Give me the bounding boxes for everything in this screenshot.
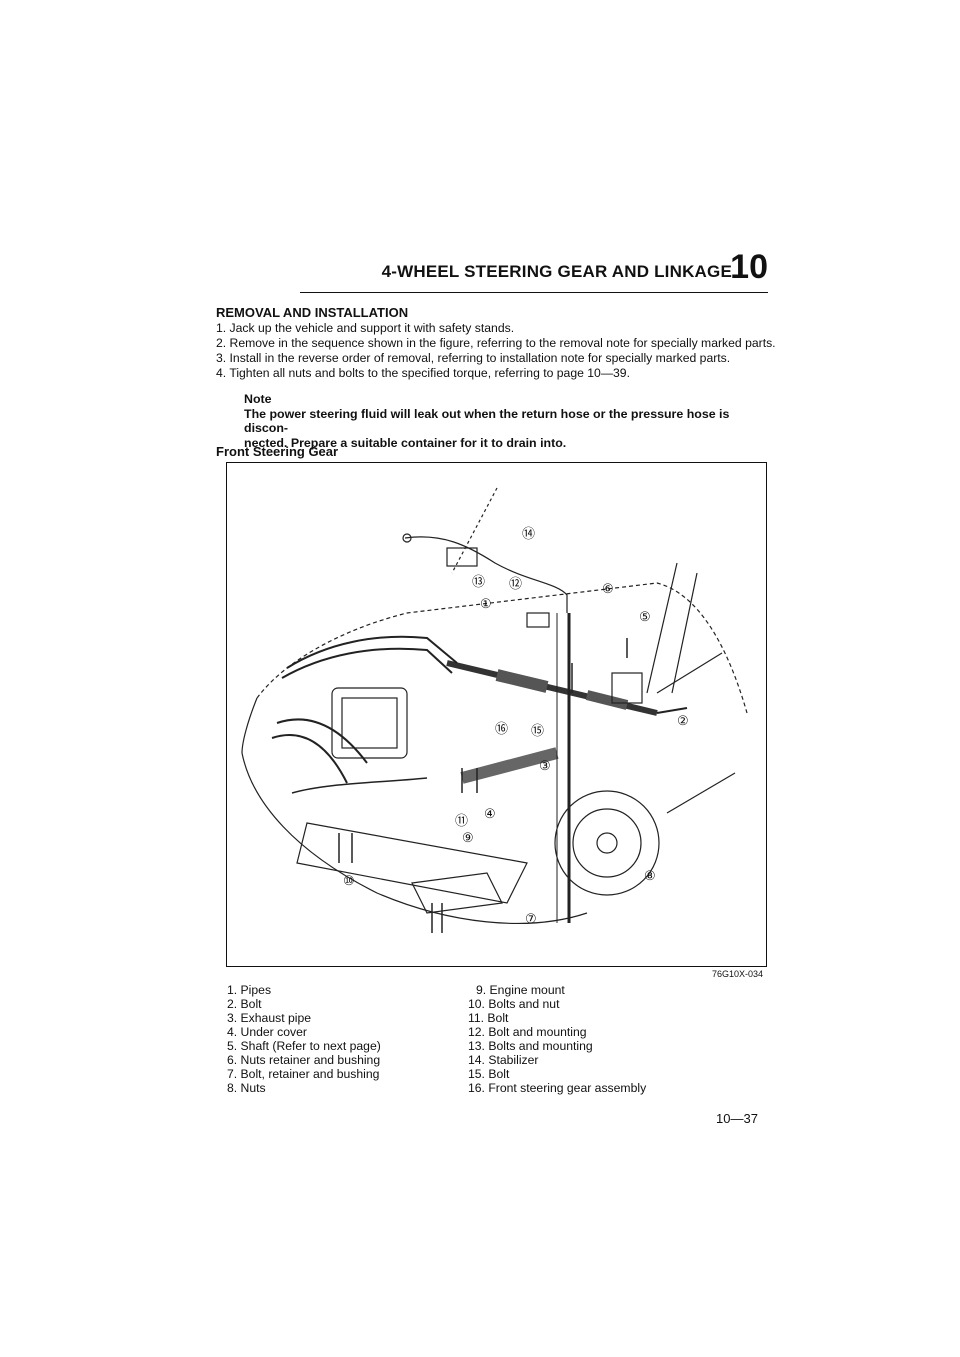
legend-item: 4. Under cover <box>227 1025 307 1039</box>
legend-item: 9. Engine mount <box>476 983 565 997</box>
callout-13: ⑬ <box>472 574 486 589</box>
procedure-steps: 1. Jack up the vehicle and support it wi… <box>216 321 776 381</box>
legend-item: 8. Nuts <box>227 1081 266 1095</box>
callout-10: ⑩ <box>343 873 355 888</box>
legend-item: 2. Bolt <box>227 997 262 1011</box>
diagram-illustration <box>241 487 748 933</box>
caution-note: Note The power steering fluid will leak … <box>244 392 774 450</box>
chapter-number: 10 <box>730 248 768 286</box>
callout-12: ⑫ <box>509 576 523 591</box>
step-item: 3. Install in the reverse order of remov… <box>216 351 731 365</box>
legend-item: 13. Bolts and mounting <box>468 1039 593 1053</box>
figure-code: 76G10X-034 <box>712 969 764 979</box>
page-header: 4-WHEEL STEERING GEAR AND LINKAGE 10 <box>300 248 768 293</box>
steering-gear-diagram: ⑭ ⑬ ⑫ ⑥ ① ⑤ ② ⑯ ⑮ ③ ④ ⑪ ⑨ ⑧ ⑩ ⑦ <box>226 462 767 967</box>
callout-3: ③ <box>539 758 551 773</box>
legend-item: 16. Front steering gear assembly <box>468 1081 647 1095</box>
callout-5: ⑤ <box>639 609 651 624</box>
callout-11: ⑪ <box>455 813 469 828</box>
callout-2: ② <box>677 713 689 728</box>
step-item: 4. Tighten all nuts and bolts to the spe… <box>216 366 630 380</box>
legend-item: 11. Bolt <box>468 1011 509 1025</box>
legend-item: 10. Bolts and nut <box>468 997 560 1011</box>
step-item: 1. Jack up the vehicle and support it wi… <box>216 321 515 335</box>
legend-right: 9. Engine mount 10. Bolts and nut 11. Bo… <box>468 983 646 1095</box>
step-item: 2. Remove in the sequence shown in the f… <box>216 336 776 350</box>
legend-left: 1. Pipes 2. Bolt 3. Exhaust pipe 4. Unde… <box>227 983 381 1095</box>
note-line: nected. Prepare a suitable container for… <box>244 435 567 450</box>
callout-9: ⑨ <box>462 830 474 845</box>
callout-14: ⑭ <box>522 526 536 541</box>
page-number: 10—37 <box>716 1111 758 1126</box>
callout-4: ④ <box>484 806 496 821</box>
legend-item: 5. Shaft (Refer to next page) <box>227 1039 381 1053</box>
legend-item: 1. Pipes <box>227 983 272 997</box>
note-line: The power steering fluid will leak out w… <box>244 406 730 436</box>
callout-1: ① <box>480 596 492 611</box>
header-title: 4-WHEEL STEERING GEAR AND LINKAGE <box>381 262 732 281</box>
callout-15: ⑮ <box>531 723 545 738</box>
legend-item: 6. Nuts retainer and bushing <box>227 1053 381 1067</box>
callout-16: ⑯ <box>495 721 509 736</box>
legend-item: 12. Bolt and mounting <box>468 1025 587 1039</box>
legend-item: 14. Stabilizer <box>468 1053 539 1067</box>
legend-item: 15. Bolt <box>468 1067 510 1081</box>
callout-6: ⑥ <box>602 581 614 596</box>
figure-title: Front Steering Gear <box>216 444 339 459</box>
section-title: REMOVAL AND INSTALLATION <box>216 305 409 320</box>
legend-item: 7. Bolt, retainer and bushing <box>227 1067 380 1081</box>
callout-7: ⑦ <box>525 911 537 926</box>
note-label: Note <box>244 392 272 406</box>
callout-8: ⑧ <box>644 868 656 883</box>
legend-item: 3. Exhaust pipe <box>227 1011 312 1025</box>
